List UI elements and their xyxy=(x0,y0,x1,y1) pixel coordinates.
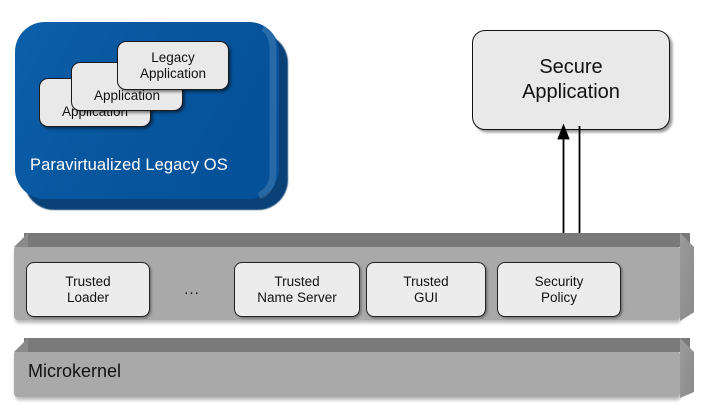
microkernel-layer xyxy=(14,338,703,398)
arrow-up-head xyxy=(557,123,570,140)
microkernel-slab-face xyxy=(14,351,680,397)
services-slab-left-cap xyxy=(14,233,28,247)
legacy-application-card-2-label: Application xyxy=(93,87,161,103)
microkernel-slab-left-cap xyxy=(14,338,28,352)
services-ellipsis: ... xyxy=(184,281,200,298)
microkernel-slab-top-bevel xyxy=(24,338,690,352)
services-slab-right-cap xyxy=(680,233,694,321)
microkernel-label: Microkernel xyxy=(28,361,122,381)
services-slab-top-bevel xyxy=(24,233,690,247)
microkernel-slab-right-cap xyxy=(680,338,694,398)
paravirtualized-legacy-os-label: Paravirtualized Legacy OS xyxy=(30,156,228,174)
